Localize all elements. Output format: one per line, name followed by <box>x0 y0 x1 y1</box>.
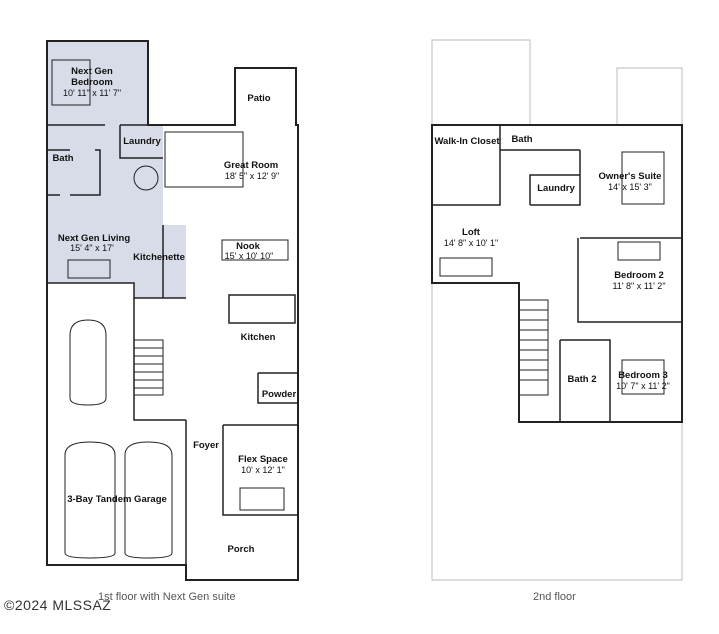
nook-table <box>221 239 289 261</box>
room-garage: 3-Bay Tandem Garage <box>67 494 167 505</box>
sofa-great-room <box>164 131 244 188</box>
loft-sofa <box>439 257 493 277</box>
room-patio: Patio <box>247 93 271 104</box>
powder-walls <box>257 372 298 404</box>
flex-space-walls <box>222 424 298 516</box>
suite-garage-wall <box>47 282 186 299</box>
dims-next-gen-living: 15' 4" x 17' <box>70 243 114 253</box>
dims-bedroom-3: 10' 7" x 11' 2" <box>616 381 670 391</box>
floor1-plan <box>46 40 299 581</box>
room-kitchenette: Kitchenette <box>133 252 185 263</box>
car-2 <box>64 441 116 559</box>
garage-wall <box>133 298 186 421</box>
car-3 <box>124 441 173 559</box>
dims-bedroom-2: 11' 8" x 11' 2" <box>612 281 666 291</box>
owners-bed <box>621 151 665 205</box>
flex-desk <box>239 487 285 511</box>
dims-loft: 14' 8" x 10' 1" <box>443 238 499 248</box>
room-bath-2: Bath 2 <box>567 374 597 385</box>
room-bedroom-3: Bedroom 3 <box>618 370 668 381</box>
floor1-caption: 1st floor with Next Gen suite <box>98 591 236 603</box>
floor2-ghost-outline <box>431 39 683 581</box>
dims-owners-suite: 14' x 15' 3" <box>608 182 652 192</box>
dims-flex-space: 10' x 12' 1" <box>241 465 285 475</box>
dims-great-room: 18' 5" x 12' 9" <box>224 171 280 181</box>
room-laundry: Laundry <box>123 136 161 147</box>
stair-2 <box>519 299 549 396</box>
sofa-living <box>67 259 111 279</box>
room-powder: Powder <box>261 389 297 400</box>
floor2-caption: 2nd floor <box>533 591 576 603</box>
room-bath-2f: Bath <box>511 134 533 145</box>
bedroom2-wall <box>577 238 682 323</box>
floor2-outer-wall <box>431 124 683 423</box>
room-great-room: Great Room <box>223 160 279 171</box>
room-porch: Porch <box>227 544 255 555</box>
room-foyer: Foyer <box>193 440 219 451</box>
room-kitchen: Kitchen <box>240 332 276 343</box>
laundry-wall <box>529 174 580 205</box>
room-loft: Loft <box>462 227 480 238</box>
room-nook: Nook <box>236 241 260 252</box>
walk-in-closet-wall <box>432 125 501 206</box>
floor2-plan <box>431 39 683 581</box>
room-bedroom-2: Bedroom 2 <box>614 270 664 281</box>
bed <box>51 59 91 106</box>
dims-nook: 15' x 10' 10" <box>224 251 274 261</box>
bath-walls <box>47 149 101 196</box>
room-flex-space: Flex Space <box>238 454 288 465</box>
room-next-gen-living: Next Gen Living <box>57 233 131 244</box>
watermark: ©2024 MLSSAZ <box>4 597 112 613</box>
kitchen-island <box>228 294 296 324</box>
room-bath: Bath <box>52 153 74 164</box>
bed-2 <box>617 241 661 261</box>
bath2-wall <box>559 339 611 422</box>
room-walk-in-closet: Walk-In Closet <box>434 136 500 147</box>
room-laundry-2f: Laundry <box>537 183 575 194</box>
bath-wall <box>500 149 581 206</box>
bed-3 <box>621 359 665 395</box>
room-owners-suite: Owner's Suite <box>598 171 662 182</box>
stair <box>134 339 164 396</box>
dims-next-gen-bedroom: 10' 11" x 11' 7" <box>62 88 122 98</box>
suite-table <box>133 165 159 191</box>
car-1 <box>69 319 107 406</box>
room-next-gen-bedroom: Next Gen Bedroom <box>71 66 113 88</box>
laundry-walls <box>119 125 163 159</box>
